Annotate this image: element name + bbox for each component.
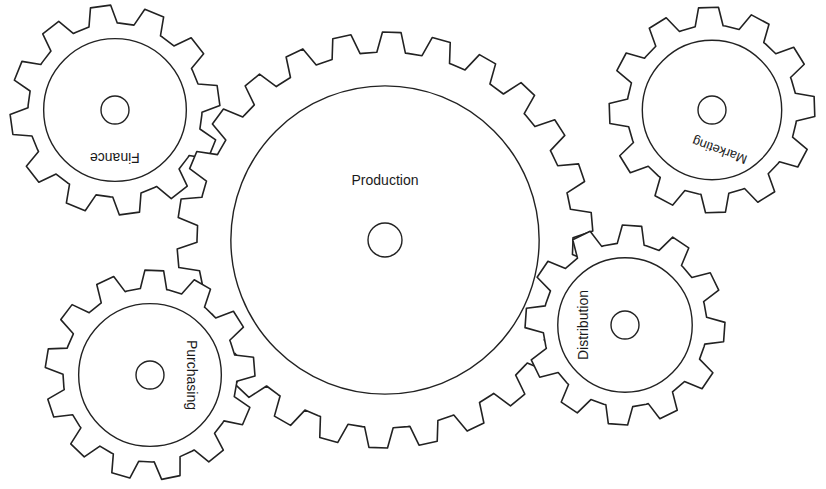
gear-outline: [177, 32, 593, 448]
gear-rim: [231, 86, 539, 394]
gear-rim: [642, 40, 781, 179]
gear-hub: [698, 96, 726, 124]
gear-rim: [79, 304, 222, 447]
gear-teeth: [45, 270, 255, 479]
gear-outline: [10, 5, 220, 215]
gear-hub: [368, 223, 402, 257]
gear-node: Finance: [10, 5, 220, 215]
gear-teeth: [609, 7, 815, 213]
gear-rim: [558, 258, 692, 392]
gear-node: Purchasing: [45, 270, 255, 480]
gear-teeth: [177, 32, 593, 448]
gear-label: Purchasing: [184, 338, 200, 412]
gear-outline: [45, 270, 255, 480]
gear-node: Distribution: [525, 225, 725, 425]
gear-label: Production: [350, 172, 421, 188]
gear-teeth: [525, 225, 725, 425]
gear-hub: [136, 361, 164, 389]
gear-teeth: [10, 5, 220, 215]
gear-rim: [44, 39, 187, 182]
gear-label: Finance: [88, 150, 142, 166]
gear-outline: [525, 225, 725, 425]
gear-label: Distribution: [575, 288, 591, 362]
gear-outline: [609, 7, 815, 213]
gear-hub: [611, 311, 639, 339]
gear-node: Marketing: [609, 7, 815, 213]
gear-node: Production: [177, 32, 593, 448]
gear-hub: [101, 96, 129, 124]
